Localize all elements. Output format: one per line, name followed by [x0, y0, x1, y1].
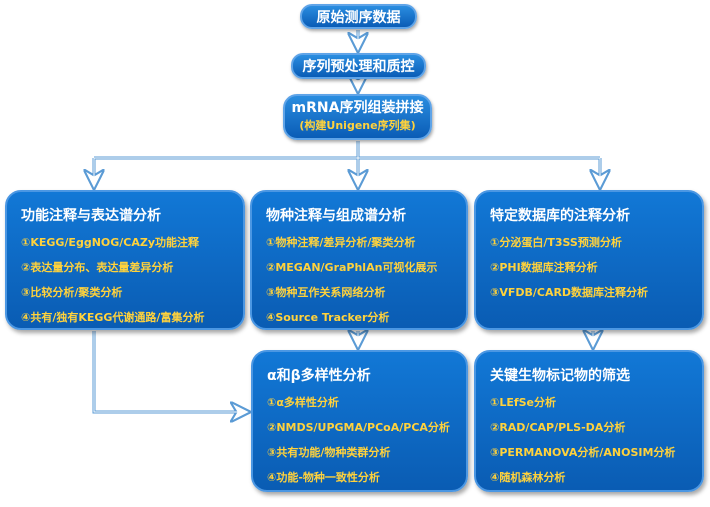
box-title: 物种注释与组成谱分析 — [266, 208, 406, 224]
list-item: ①KEGG/EggNOG/CAZy功能注释 — [21, 236, 200, 249]
list-item: ④随机森林分析 — [490, 471, 566, 484]
list-item: ③物种互作关系网络分析 — [266, 286, 386, 299]
specific-database-box: 特定数据库的注释分析 ①分泌蛋白/T3SS预测分析 ②PHI数据库注释分析 ③V… — [474, 190, 704, 330]
box-title: 功能注释与表达谱分析 — [21, 208, 161, 224]
list-item: ①α多样性分析 — [267, 396, 339, 409]
list-item: ②MEGAN/GraPhlAn可视化展示 — [266, 261, 438, 274]
box-title: 特定数据库的注释分析 — [490, 208, 630, 224]
species-annotation-box: 物种注释与组成谱分析 ①物种注释/差异分析/聚类分析 ②MEGAN/GraPhl… — [250, 190, 468, 330]
list-item: ①分泌蛋白/T3SS预测分析 — [490, 236, 622, 249]
list-item: ③共有功能/物种类群分析 — [267, 446, 391, 459]
list-item: ②RAD/CAP/PLS-DA分析 — [490, 421, 626, 434]
list-item: ③比较分析/聚类分析 — [21, 286, 123, 299]
list-item: ④共有/独有KEGG代谢通路/富集分析 — [21, 311, 205, 324]
unigene-set-label: (构建Unigene序列集) — [299, 119, 416, 132]
list-item: ③PERMANOVA分析/ANOSIM分析 — [490, 446, 676, 459]
list-item: ①物种注释/差异分析/聚类分析 — [266, 236, 416, 249]
list-item: ④Source Tracker分析 — [266, 311, 390, 324]
mrna-assembly-node: mRNA序列组装拼接 (构建Unigene序列集) — [283, 94, 432, 140]
biomarker-screening-box: 关键生物标记物的筛选 ①LEfSe分析 ②RAD/CAP/PLS-DA分析 ③P… — [474, 350, 704, 492]
list-item: ②NMDS/UPGMA/PCoA/PCA分析 — [267, 421, 450, 434]
box-title: α和β多样性分析 — [267, 368, 371, 384]
arrow-func-to-diversity — [92, 331, 249, 412]
list-item: ②PHI数据库注释分析 — [490, 261, 598, 274]
list-item: ②表达量分布、表达量差异分析 — [21, 261, 174, 274]
raw-sequencing-data-node: 原始测序数据 — [300, 4, 417, 29]
preprocess-qc-node: 序列预处理和质控 — [291, 53, 426, 79]
list-item: ④功能-物种一致性分析 — [267, 471, 380, 484]
list-item: ①LEfSe分析 — [490, 396, 557, 409]
list-item: ③VFDB/CARD数据库注释分析 — [490, 286, 649, 299]
mrna-assembly-label: mRNA序列组装拼接 — [291, 100, 424, 116]
diversity-analysis-box: α和β多样性分析 ①α多样性分析 ②NMDS/UPGMA/PCoA/PCA分析 … — [251, 350, 468, 492]
functional-annotation-box: 功能注释与表达谱分析 ①KEGG/EggNOG/CAZy功能注释 ②表达量分布、… — [5, 190, 245, 330]
box-title: 关键生物标记物的筛选 — [490, 368, 630, 384]
